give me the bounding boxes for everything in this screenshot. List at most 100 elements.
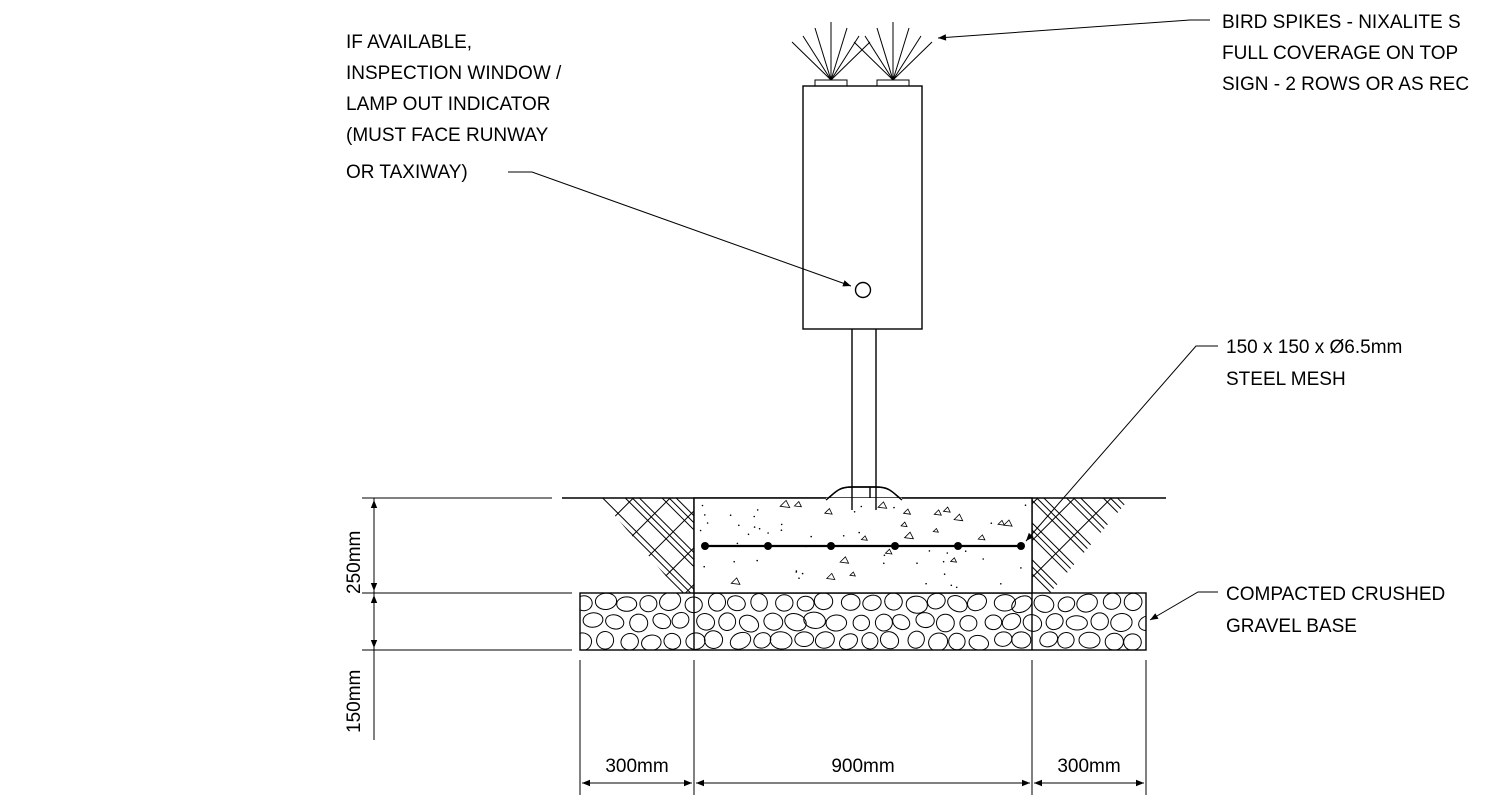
concrete-dot (916, 562, 918, 564)
gravel-stone (1090, 612, 1109, 631)
concrete-aggregate (1002, 519, 1013, 527)
concrete-dot (798, 577, 800, 579)
footing-depth-label: 250mm (344, 531, 365, 594)
gravel-stone (907, 630, 925, 649)
concrete-dot (753, 526, 756, 528)
gravel-stone (825, 614, 848, 632)
concrete-dot (982, 558, 984, 560)
base-depth-label: 150mm (344, 670, 365, 733)
concrete-aggregate (860, 535, 868, 541)
concrete-aggregate (730, 577, 741, 585)
gravel-stone (1076, 593, 1098, 613)
gravel-stone (861, 632, 879, 650)
inspection-note: IF AVAILABLE, INSPECTION WINDOW / LAMP O… (346, 32, 562, 183)
concrete-dot (701, 504, 704, 507)
concrete-dot (883, 554, 886, 557)
gravel-stone (596, 631, 615, 650)
concrete-dot (810, 535, 812, 538)
concrete-dot (943, 573, 946, 575)
gravel-stone (769, 631, 793, 650)
gravel-stone (707, 593, 727, 612)
concrete-dot (928, 550, 931, 552)
gravel-stone (936, 613, 955, 633)
gravel-stone (616, 596, 638, 612)
gravel-stone (967, 593, 987, 612)
gravel-stone (659, 593, 682, 611)
gravel-stone (1123, 633, 1142, 650)
gravel-stone (892, 614, 911, 631)
gravel-stone (750, 593, 768, 612)
gravel-stone (1138, 615, 1146, 632)
gravel-stone (1057, 631, 1075, 649)
inspection-note-line: (MUST FACE RUNWAY (346, 125, 549, 146)
left-width-label: 300mm (605, 756, 668, 777)
concrete-dot (842, 535, 845, 537)
gravel-stone (840, 593, 861, 611)
concrete-dot (756, 509, 759, 511)
sign-assembly (791, 22, 933, 512)
gravel-stone (839, 633, 858, 650)
concrete-dot (1000, 583, 1002, 585)
concrete-aggregate (942, 506, 951, 513)
concrete-aggregate (779, 499, 791, 508)
concrete-aggregate (793, 500, 803, 508)
concrete-dot (853, 511, 856, 513)
concrete-aggregate (823, 507, 833, 515)
earth-hatch-right (1032, 498, 1130, 593)
gravel-stone (852, 614, 870, 632)
gravel-stone (594, 593, 618, 611)
gravel-stone (641, 634, 662, 650)
gravel-stone (696, 613, 716, 631)
gravel-stone (605, 614, 625, 630)
concrete-dot (893, 506, 895, 509)
concrete-dot (767, 532, 769, 534)
steel-mesh (701, 542, 1025, 550)
gravel-stone (1078, 631, 1101, 649)
gravel-stone (915, 612, 935, 629)
gravel-stone (1057, 596, 1076, 613)
inspection-note-line: OR TAXIWAY) (346, 162, 468, 183)
bird-spikes-note-line: FULL COVERAGE ON TOP (1222, 43, 1458, 64)
gravel-stone (1065, 615, 1088, 631)
concrete-dot (747, 533, 750, 536)
gravel-stone (663, 632, 682, 650)
concrete-dot (758, 527, 761, 530)
earth-hatch-left (600, 498, 694, 593)
gravel-stone (580, 632, 593, 650)
concrete-dot (801, 572, 804, 575)
inspection-note-line: LAMP OUT INDICATOR (346, 94, 550, 115)
concrete-dot (946, 552, 949, 554)
gravel-base (579, 592, 1147, 651)
concrete-dot (704, 514, 706, 516)
gravel-stone (580, 595, 593, 612)
gravel-stone (948, 632, 966, 650)
gravel-stone (775, 594, 794, 612)
gravel-stone (652, 613, 672, 630)
gravel-stone (968, 634, 990, 650)
sign-box (802, 85, 923, 330)
gravel-stone (729, 631, 752, 650)
concrete-dot (883, 562, 885, 565)
concrete-dot (738, 524, 740, 527)
gravel-stone (794, 631, 815, 648)
gravel-stone (813, 593, 834, 611)
gravel-stone (1110, 613, 1133, 632)
concrete-aggregate (903, 531, 915, 540)
lamp-out-indicator-icon (854, 281, 872, 299)
gravel-stone (993, 594, 1016, 612)
concrete-dot (736, 542, 739, 545)
right-width-label: 300mm (1057, 756, 1120, 777)
gravel-stone (1011, 595, 1033, 614)
concrete-aggregate (977, 534, 986, 541)
concrete-dot (964, 550, 967, 552)
gravel-stone (947, 595, 968, 613)
gravel-stone (926, 593, 946, 610)
mesh-note-line: STEEL MESH (1226, 369, 1346, 390)
gravel-stone (874, 613, 893, 632)
gravel-stone (727, 595, 746, 612)
gravel-note-line: COMPACTED CRUSHED (1226, 584, 1445, 605)
concrete-aggregate (884, 548, 893, 555)
gravel-note: COMPACTED CRUSHED GRAVEL BASE (1226, 584, 1445, 637)
concrete-aggregate (949, 557, 958, 563)
